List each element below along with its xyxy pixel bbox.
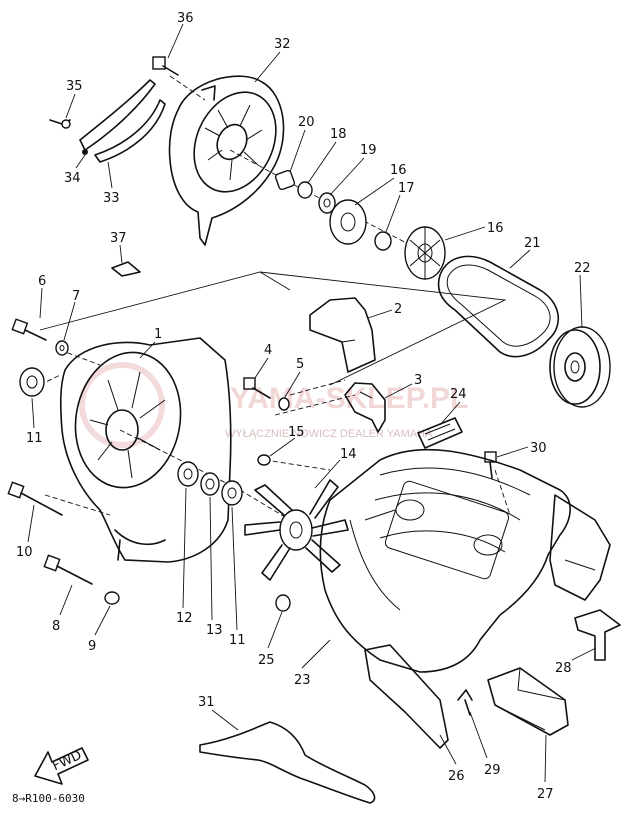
callout-2: 2 <box>394 302 402 317</box>
callout-10: 10 <box>16 545 33 560</box>
callout-36: 36 <box>177 11 194 26</box>
seal-11a <box>19 367 45 397</box>
callout-18: 18 <box>330 127 347 142</box>
part-25 <box>275 594 291 612</box>
part-37 <box>111 261 141 277</box>
bracket-3 <box>344 382 386 433</box>
callout-23: 23 <box>294 673 311 688</box>
callout-20: 20 <box>298 115 315 130</box>
callout-13: 13 <box>206 623 223 638</box>
screw-30 <box>484 451 497 479</box>
housing-1 <box>59 337 232 563</box>
pulley-22 <box>549 326 611 408</box>
callout-29: 29 <box>484 763 501 778</box>
callout-14: 14 <box>340 447 357 462</box>
fwd-arrow-icon: FWD <box>34 747 89 785</box>
callout-11b: 11 <box>229 633 246 648</box>
callout-1: 1 <box>154 327 162 342</box>
label-24 <box>417 417 463 449</box>
bolt-8 <box>43 554 93 585</box>
callout-7: 7 <box>72 289 80 304</box>
callout-5: 5 <box>296 357 304 372</box>
callout-16b: 16 <box>487 221 504 236</box>
callout-30: 30 <box>530 441 547 456</box>
callout-15: 15 <box>288 425 305 440</box>
callout-8: 8 <box>52 619 60 634</box>
callout-35: 35 <box>66 79 83 94</box>
callout-37: 37 <box>110 231 127 246</box>
callout-31: 31 <box>198 695 215 710</box>
watermark-text: YAMA-SKLEP.PL <box>230 382 468 415</box>
pulley-stack <box>274 169 446 280</box>
figure-code: 8→R100-6030 <box>12 792 85 805</box>
bolt-36 <box>152 56 179 76</box>
leader-lines <box>27 23 597 783</box>
callout-labels: 36 32 35 34 33 20 18 19 16 17 16 37 21 2… <box>16 11 591 802</box>
callout-3: 3 <box>414 373 422 388</box>
part-29 <box>457 689 473 716</box>
callout-34: 34 <box>64 171 81 186</box>
callout-21: 21 <box>524 236 541 251</box>
callout-25: 25 <box>258 653 275 668</box>
washer-7 <box>55 340 69 356</box>
part-15 <box>257 454 271 466</box>
screw-35 <box>49 119 71 129</box>
callout-4: 4 <box>264 343 272 358</box>
callout-33: 33 <box>103 191 120 206</box>
callout-9: 9 <box>88 639 96 654</box>
part-31 <box>199 721 376 804</box>
shroud-23 <box>319 448 611 673</box>
part-28 <box>574 609 621 661</box>
callout-28: 28 <box>555 661 572 676</box>
bolt-10 <box>7 481 63 516</box>
callout-27: 27 <box>537 787 554 802</box>
bolt-6 <box>11 318 47 341</box>
washer-9 <box>104 591 120 605</box>
washer-5 <box>278 397 290 411</box>
belt-21 <box>437 255 560 358</box>
cover-32 <box>168 75 285 246</box>
callout-12: 12 <box>176 611 193 626</box>
callout-19: 19 <box>360 143 377 158</box>
part-26 <box>364 644 449 749</box>
callout-17: 17 <box>398 181 415 196</box>
seal-11b <box>221 480 243 506</box>
watermark: YAMA-SKLEP.PL WYŁĄCZNIE NOWICZ DEALER YA… <box>79 362 468 448</box>
callout-11a: 11 <box>26 431 43 446</box>
callout-32: 32 <box>274 37 291 52</box>
watermark-subtext: WYŁĄCZNIE NOWICZ DEALER YAMAHA <box>225 428 433 440</box>
washer-13 <box>200 472 220 496</box>
guard-33-34 <box>79 79 166 163</box>
callout-16a: 16 <box>390 163 407 178</box>
callout-26: 26 <box>448 769 465 784</box>
bolt-4 <box>243 377 271 399</box>
callout-6: 6 <box>38 274 46 289</box>
part-27 <box>487 667 569 736</box>
duct-2 <box>309 297 376 373</box>
callout-22: 22 <box>574 261 591 276</box>
fan-14 <box>244 479 349 581</box>
callout-24: 24 <box>450 387 467 402</box>
seal-12 <box>177 461 199 487</box>
